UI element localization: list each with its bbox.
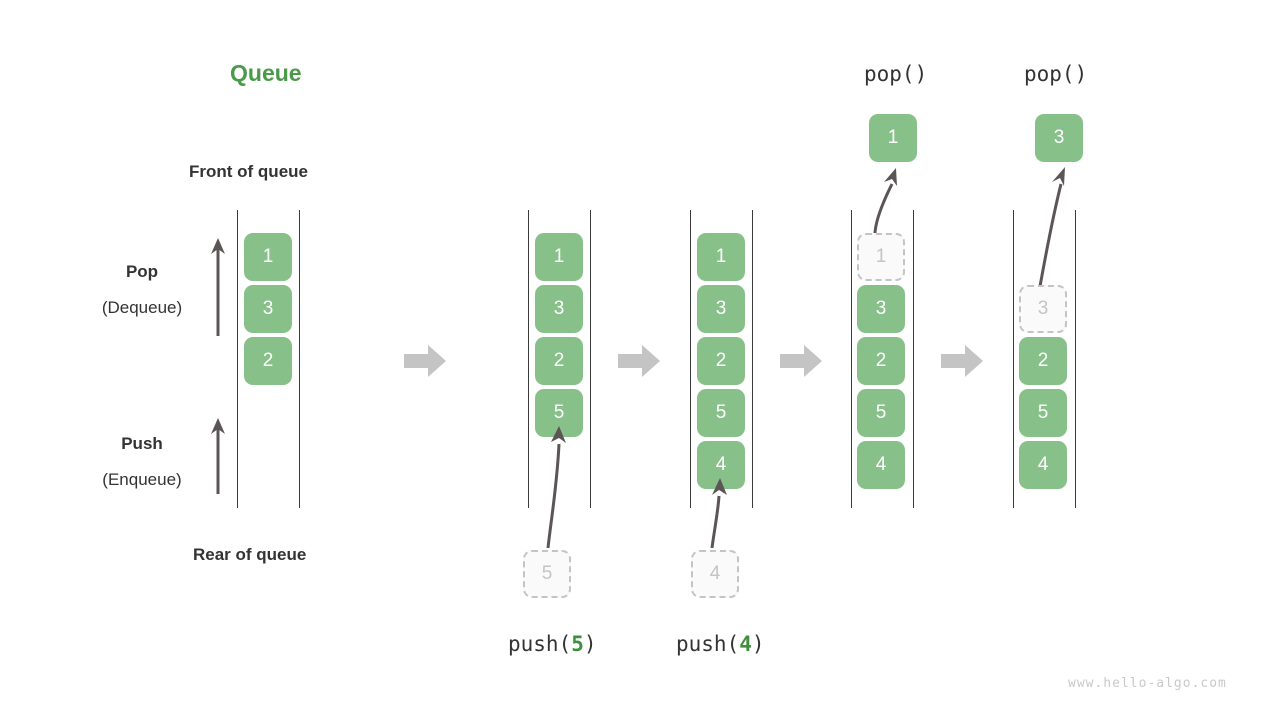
stage-caption-pop-1: pop()	[864, 62, 928, 86]
watermark: www.hello-algo.com	[1068, 676, 1227, 691]
caption-text: push(	[676, 632, 740, 656]
queue-rail-left-stage2	[528, 210, 529, 508]
queue-rail-left-stage5	[1013, 210, 1014, 508]
front-of-queue-label: Front of queue	[189, 162, 308, 181]
caption-tail: )	[583, 632, 597, 656]
transition-arrow	[404, 344, 446, 378]
push-direction-arrow	[206, 416, 230, 494]
page-title: Queue	[230, 60, 302, 86]
queue-rail-left-stage3	[690, 210, 691, 508]
queue-cell: 1	[244, 233, 292, 281]
stage-caption-push4: push(4)	[676, 632, 765, 656]
transition-arrow	[941, 344, 983, 378]
queue-cell: 3	[535, 285, 583, 333]
queue-rail-right-stage5	[1075, 210, 1076, 508]
queue-cell: 1	[535, 233, 583, 281]
queue-cell: 2	[244, 337, 292, 385]
pop-extract-arrow	[1030, 164, 1074, 293]
queue-rail-right-stage1	[299, 210, 300, 508]
pop-sub-label: (Dequeue)	[101, 298, 183, 317]
queue-cell: 2	[535, 337, 583, 385]
caption-tail: )	[751, 632, 765, 656]
rear-of-queue-label: Rear of queue	[193, 545, 307, 564]
transition-arrow	[780, 344, 822, 378]
push-sub-label: (Enqueue)	[102, 470, 182, 489]
queue-cell: 3	[697, 285, 745, 333]
queue-cell: 3	[857, 285, 905, 333]
pop-extract-arrow	[872, 164, 910, 239]
queue-cell: 5	[857, 389, 905, 437]
stage-caption-push5: push(5)	[508, 632, 597, 656]
push-insert-arrow	[703, 476, 733, 549]
queue-rail-right-stage4	[913, 210, 914, 508]
removed-ghost-cell: 3	[1019, 285, 1067, 333]
queue-rail-right-stage3	[752, 210, 753, 508]
pop-direction-arrow	[206, 236, 230, 336]
transition-arrow	[618, 344, 660, 378]
queue-rail-left-stage1	[237, 210, 238, 508]
queue-cell: 3	[244, 285, 292, 333]
push-label: Push	[121, 434, 163, 453]
stage-caption-pop-2: pop()	[1024, 62, 1088, 86]
caption-number: 4	[739, 632, 752, 656]
popped-cell: 1	[869, 114, 917, 162]
queue-rail-right-stage2	[590, 210, 591, 508]
caption-text: push(	[508, 632, 572, 656]
queue-rail-left-stage4	[851, 210, 852, 508]
queue-cell: 1	[697, 233, 745, 281]
push-insert-arrow	[535, 424, 575, 549]
queue-cell: 2	[1019, 337, 1067, 385]
queue-cell: 5	[697, 389, 745, 437]
incoming-ghost-cell: 5	[523, 550, 571, 598]
removed-ghost-cell: 1	[857, 233, 905, 281]
incoming-ghost-cell: 4	[691, 550, 739, 598]
queue-cell: 4	[857, 441, 905, 489]
popped-cell: 3	[1035, 114, 1083, 162]
queue-cell: 5	[1019, 389, 1067, 437]
queue-cell: 4	[1019, 441, 1067, 489]
caption-number: 5	[571, 632, 584, 656]
pop-label: Pop	[125, 262, 159, 281]
queue-cell: 2	[697, 337, 745, 385]
queue-cell: 2	[857, 337, 905, 385]
